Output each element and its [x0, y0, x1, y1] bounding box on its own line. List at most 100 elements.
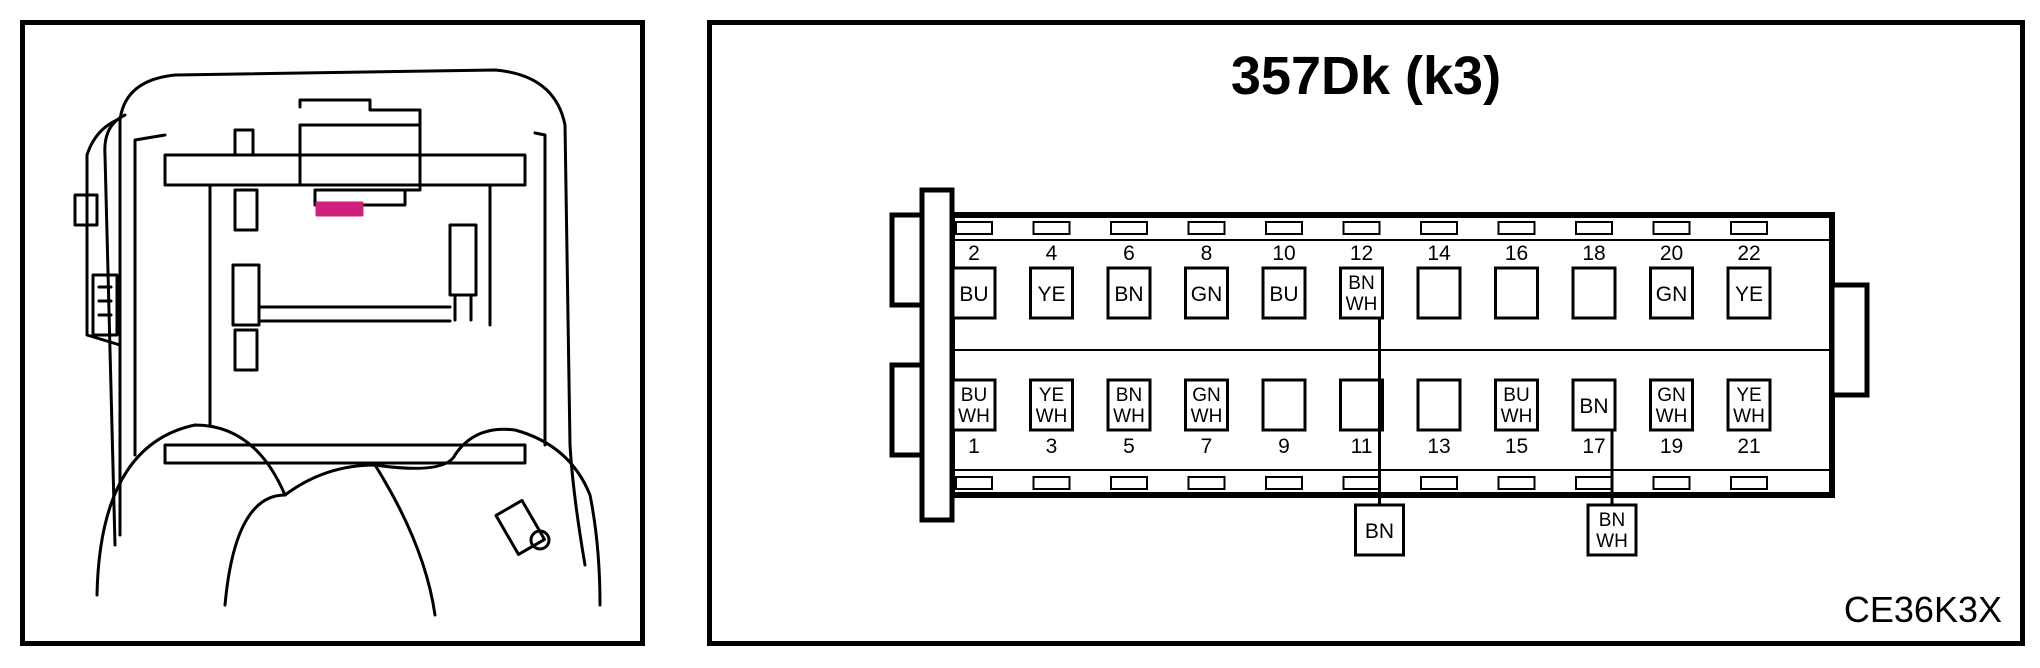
highlighted-connector — [315, 201, 364, 217]
rib-top — [1420, 221, 1458, 235]
wire-stripe-label: WH — [1733, 406, 1765, 427]
connector-title: 357Dk (k3) — [1230, 46, 1502, 106]
pin-cavity-7 — [1184, 378, 1229, 432]
wire-stripe-label: WH — [1656, 406, 1688, 427]
pin-cavity-3 — [1029, 378, 1074, 432]
splice-box-17 — [1586, 503, 1638, 557]
wire-stripe-label: WH — [1191, 406, 1223, 427]
top-crossbar — [163, 153, 527, 187]
pin-number: 14 — [1427, 242, 1451, 265]
rib-top — [1342, 221, 1381, 235]
pin-number: 5 — [1123, 435, 1135, 458]
left-flange — [919, 187, 955, 523]
pin-cavity-20 — [1649, 266, 1694, 320]
pin-number: 18 — [1582, 242, 1605, 265]
pin-number: 13 — [1427, 435, 1450, 458]
housing-left-edge — [103, 113, 127, 547]
rib-bottom — [1730, 476, 1768, 490]
figure-code-label: CE36K3X — [1843, 589, 2002, 630]
rib-bottom — [1265, 476, 1303, 490]
rib-bottom — [955, 476, 993, 490]
rib-top — [1652, 221, 1691, 235]
pin-number: 1 — [968, 435, 980, 458]
peg-bottom-left — [233, 328, 259, 372]
rib-top — [1110, 221, 1148, 235]
module-block — [298, 123, 422, 187]
rib-top — [955, 221, 993, 235]
splice-box-12 — [1354, 503, 1405, 557]
left-tab-bottom — [889, 362, 925, 458]
rib-top — [1730, 221, 1768, 235]
peg-top-left — [233, 128, 255, 157]
rib-top — [1575, 221, 1613, 235]
pin-number: 9 — [1278, 435, 1290, 458]
pin-cavity-22 — [1726, 266, 1772, 320]
wire-color-label: YE — [1037, 283, 1065, 306]
rib-bottom — [1187, 476, 1226, 490]
right-tab — [1829, 282, 1870, 398]
pin-cavity-11 — [1339, 378, 1384, 432]
wire-stripe-label: WH — [1036, 406, 1068, 427]
pin-number: 6 — [1123, 242, 1135, 265]
location-view-panel — [20, 20, 645, 646]
pin-cavity-1 — [951, 378, 997, 432]
pin-cavity-10 — [1261, 266, 1307, 320]
pin-cavity-2 — [951, 266, 997, 320]
rib-top — [1497, 221, 1536, 235]
pin-number: 7 — [1201, 435, 1213, 458]
wire-color-label: BN — [1116, 385, 1142, 406]
pin-cavity-21 — [1726, 378, 1772, 432]
wire-color-label: BN — [1579, 395, 1608, 418]
rib-bottom — [1575, 476, 1613, 490]
wire-stripe-label: WH — [1596, 531, 1628, 552]
pin-number: 16 — [1505, 242, 1528, 265]
wire-color-label: YE — [1736, 385, 1761, 406]
pin-cavity-9 — [1261, 378, 1307, 432]
rib-bottom — [1652, 476, 1691, 490]
wire-color-label: GN — [1657, 385, 1686, 406]
pin-number: 22 — [1737, 242, 1760, 265]
rib-bottom — [1420, 476, 1458, 490]
inner-frame — [133, 131, 547, 457]
pin-number: 8 — [1201, 242, 1213, 265]
left-latch — [73, 193, 99, 227]
bottom-contour — [95, 423, 602, 607]
pin-cavity-12 — [1339, 266, 1384, 320]
wire-color-label: BU — [1269, 283, 1298, 306]
rib-top — [1032, 221, 1071, 235]
wire-color-label: GN — [1656, 283, 1688, 306]
pin-cavity-15 — [1494, 378, 1539, 432]
rib-bottom — [1110, 476, 1148, 490]
wire-color-label: BN — [1114, 283, 1143, 306]
wire-color-label: BN — [1348, 273, 1374, 294]
wire-stripe-label: WH — [958, 406, 990, 427]
pin-cavity-16 — [1494, 266, 1539, 320]
pin-number: 10 — [1272, 242, 1295, 265]
pin-cavity-13 — [1416, 378, 1462, 432]
wire-stripe-label: WH — [1113, 406, 1145, 427]
left-clip — [91, 273, 119, 337]
pin-cavity-4 — [1029, 266, 1074, 320]
rib-top — [1265, 221, 1303, 235]
rib-top — [1187, 221, 1226, 235]
lower-crossbar — [163, 443, 527, 465]
peg-right — [448, 223, 478, 297]
wire-stripe-label: WH — [1501, 406, 1533, 427]
bottom-right-fitting — [494, 498, 546, 556]
wire-color-label: YE — [1735, 283, 1763, 306]
pin-cavity-6 — [1106, 266, 1152, 320]
wire-color-label: GN — [1192, 385, 1221, 406]
wire-color-label: BN — [1365, 520, 1394, 543]
pin-cavity-17 — [1571, 378, 1617, 432]
rib-bottom — [1032, 476, 1071, 490]
pin-number: 17 — [1582, 435, 1605, 458]
left-bracket — [85, 153, 122, 347]
wire-color-label: BN — [1599, 510, 1625, 531]
pin-cavity-19 — [1649, 378, 1694, 432]
pin-number: 3 — [1046, 435, 1058, 458]
pin-number: 4 — [1046, 242, 1058, 265]
pin-cavity-5 — [1106, 378, 1152, 432]
peg-lower-left — [231, 263, 261, 327]
